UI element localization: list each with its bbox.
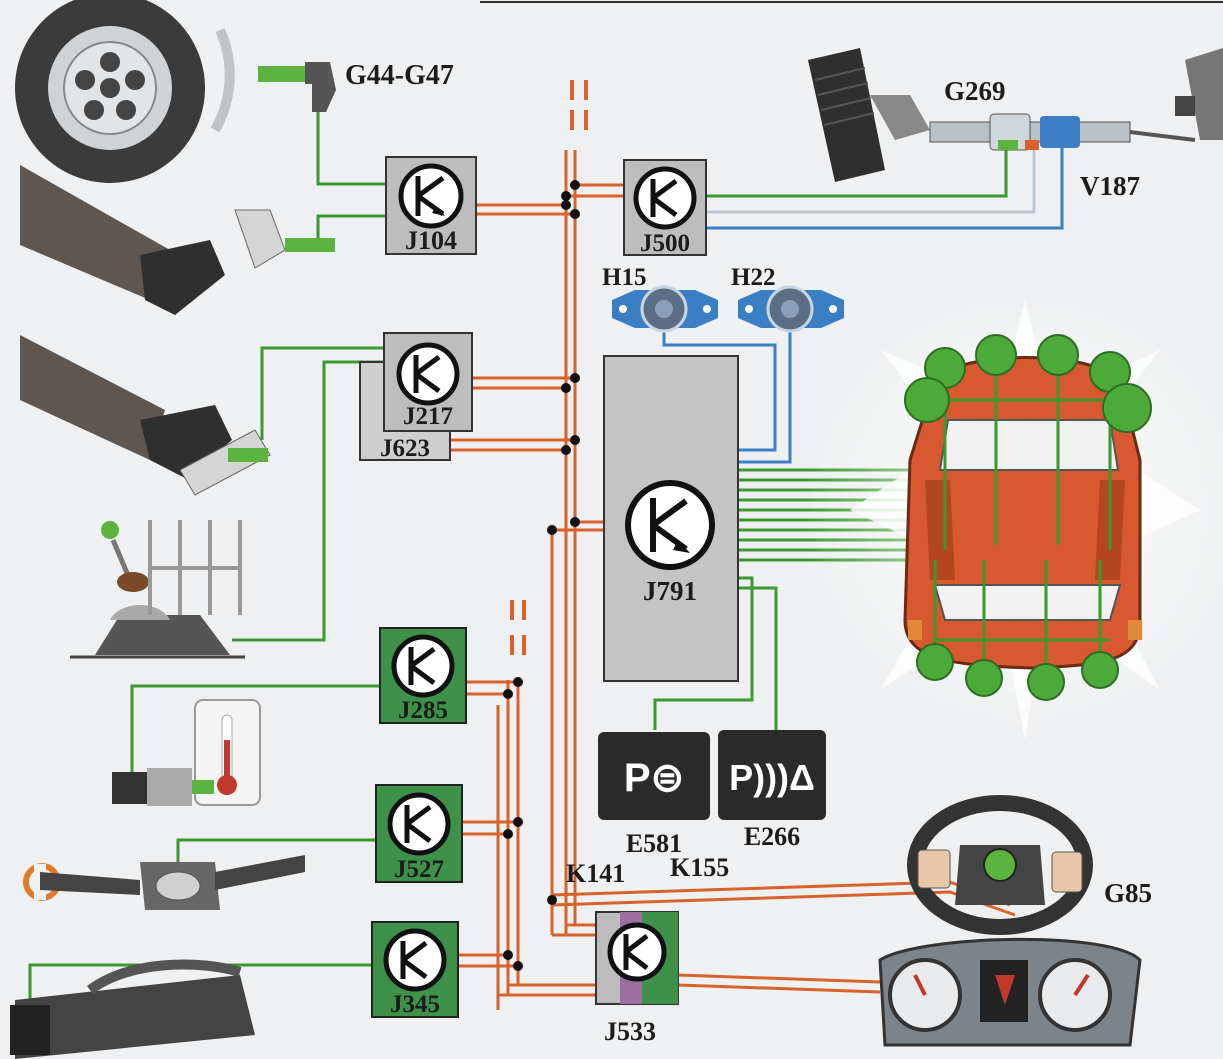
steering-motor-label: V187 — [1080, 171, 1140, 201]
control-unit-j623-label: J623 — [380, 435, 430, 462]
park-distance-icon: P)))Δ — [729, 757, 815, 798]
control-unit-j285: J285 — [379, 627, 467, 724]
signal-wire-grey — [706, 150, 1036, 214]
control-unit-j527: J527 — [375, 784, 463, 883]
control-unit-j217: J217 — [383, 332, 473, 432]
control-unit-j533-label: J533 — [604, 1017, 656, 1046]
control-unit-j500-label: J500 — [640, 230, 690, 257]
control-unit-j500: J500 — [623, 159, 707, 257]
button-e581-label: E581 — [626, 829, 682, 858]
can-bus-lines — [448, 80, 1016, 1010]
accelerator-pedal-leg-icon — [20, 335, 271, 496]
control-unit-j104: J104 — [385, 156, 477, 255]
gear-shifter-icon — [70, 520, 245, 659]
wheel-speed-sensor-label: G44-G47 — [345, 60, 454, 91]
car-body-icon — [903, 356, 1142, 670]
temperature-sensor-icon — [112, 699, 261, 806]
wiper-lever-icon — [10, 959, 255, 1059]
control-unit-j791-label: J791 — [643, 576, 697, 606]
speaker-h15-label: H15 — [602, 264, 646, 291]
steering-column-switch-icon — [23, 855, 305, 910]
control-unit-j527-label: J527 — [394, 856, 444, 883]
control-unit-j285-label: J285 — [398, 697, 448, 724]
bus-k155-label: K155 — [670, 853, 729, 882]
bus-k141-label: K141 — [566, 859, 625, 888]
sensor-wires — [28, 110, 1008, 1000]
steering-torque-sensor-label: G269 — [944, 76, 1006, 106]
wheel-speed-sensor-icon — [258, 62, 336, 112]
button-e266-label: E266 — [744, 822, 800, 851]
park-sensors — [904, 334, 1152, 701]
wheel-icon — [15, 0, 235, 183]
control-unit-j104-label: J104 — [405, 226, 457, 255]
control-unit-j345-label: J345 — [390, 991, 440, 1018]
button-e266[interactable]: P)))Δ — [718, 730, 826, 820]
bus-junction-dots — [503, 180, 580, 971]
signal-wires — [662, 145, 1064, 464]
speaker-h15 — [612, 285, 718, 333]
button-e581[interactable]: P⊜ — [598, 732, 710, 820]
speaker-h22 — [738, 285, 844, 333]
steering-angle-sensor-label: G85 — [1104, 878, 1152, 908]
speaker-h22-label: H22 — [731, 264, 775, 291]
steering-wheel-icon — [907, 795, 1093, 935]
control-unit-j217-label: J217 — [403, 403, 453, 430]
steering-rack-icon — [808, 48, 1223, 182]
control-unit-j791: J791 — [603, 355, 739, 682]
control-unit-j345: J345 — [371, 921, 459, 1018]
brake-pedal-leg-icon — [20, 165, 335, 315]
park-steering-icon: P⊜ — [624, 756, 684, 800]
control-unit-j533: J533 — [595, 911, 679, 1046]
instrument-cluster-icon — [878, 937, 1142, 1047]
